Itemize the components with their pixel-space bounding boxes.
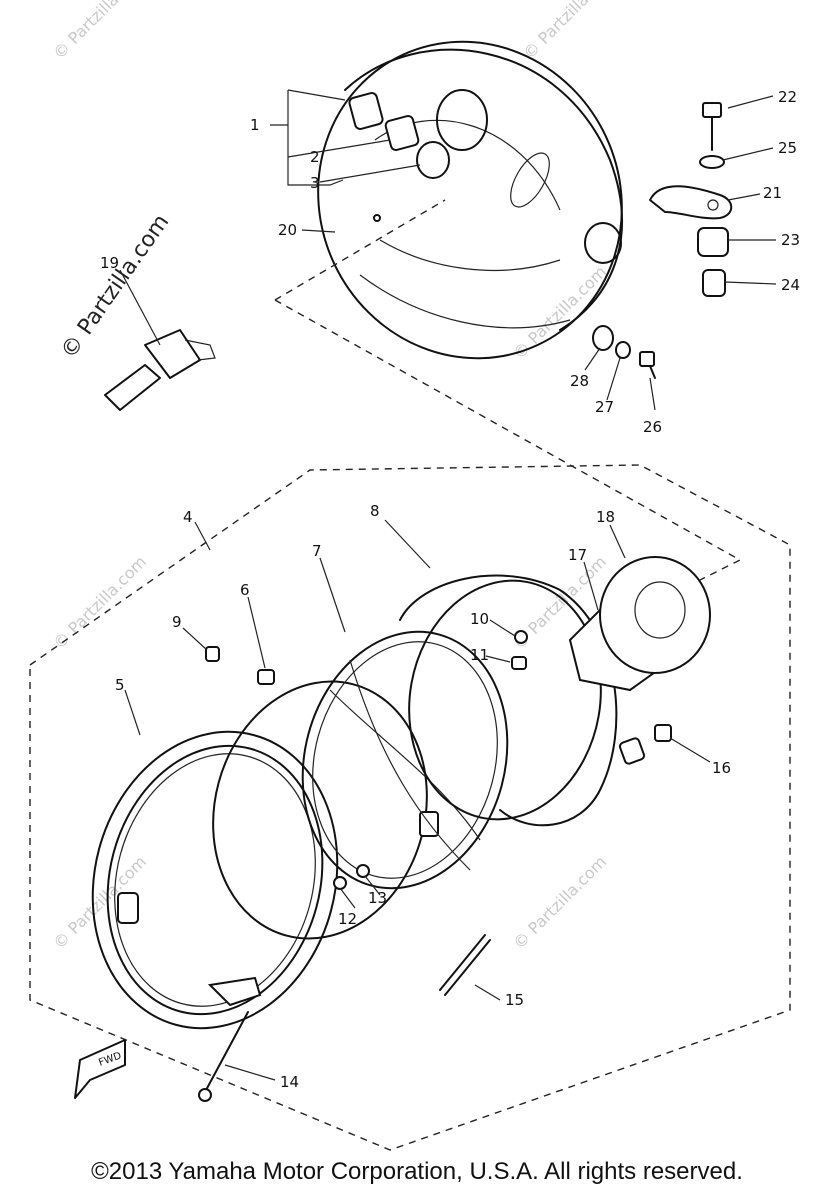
part-label-18: 18 — [596, 508, 615, 526]
part-labels: 1 2 3 4 5 6 7 8 9 10 11 12 13 14 15 16 1… — [97, 88, 800, 1091]
assembly-leader — [274, 199, 742, 581]
part-label-13: 13 — [368, 889, 387, 907]
headlight-unit — [29, 464, 791, 1151]
part-label-3: 3 — [310, 174, 320, 192]
fwd-label: FWD — [97, 1050, 123, 1068]
part-label-17: 17 — [568, 546, 587, 564]
bracket-assembly — [592, 102, 733, 379]
watermark: © Partzilla.com — [509, 852, 610, 953]
part-label-7: 7 — [312, 542, 322, 560]
part-label-10: 10 — [470, 610, 489, 628]
part-label-14: 14 — [280, 1073, 299, 1091]
bulb-part — [104, 329, 216, 411]
watermark: © Partzilla.com — [509, 262, 610, 363]
part-label-23: 23 — [781, 231, 800, 249]
copyright-notice: ©2013 Yamaha Motor Corporation, U.S.A. A… — [91, 1158, 743, 1185]
part-label-19: 19 — [100, 254, 119, 272]
watermark: © Partzilla.com — [49, 0, 150, 63]
part-label-26: 26 — [643, 418, 662, 436]
part-label-21: 21 — [763, 184, 782, 202]
part-label-16: 16 — [712, 759, 731, 777]
part-label-11: 11 — [470, 646, 489, 664]
leader-lines — [119, 89, 777, 1081]
part-label-25: 25 — [778, 139, 797, 157]
headlight-housing — [317, 40, 623, 360]
part-label-20: 20 — [278, 221, 297, 239]
part-label-24: 24 — [781, 276, 800, 294]
part-label-2: 2 — [310, 148, 320, 166]
part-label-9: 9 — [172, 613, 182, 631]
part-label-1: 1 — [250, 116, 260, 134]
part-label-5: 5 — [115, 676, 125, 694]
watermark: © Partzilla.com — [519, 0, 620, 63]
part-label-12: 12 — [338, 910, 357, 928]
part-label-22: 22 — [778, 88, 797, 106]
part-label-28: 28 — [570, 372, 589, 390]
part-label-4: 4 — [183, 508, 193, 526]
part-label-8: 8 — [370, 502, 380, 520]
watermark: © Partzilla.com — [49, 552, 150, 653]
part-label-6: 6 — [240, 581, 250, 599]
part-label-15: 15 — [505, 991, 524, 1009]
part-label-27: 27 — [595, 398, 614, 416]
